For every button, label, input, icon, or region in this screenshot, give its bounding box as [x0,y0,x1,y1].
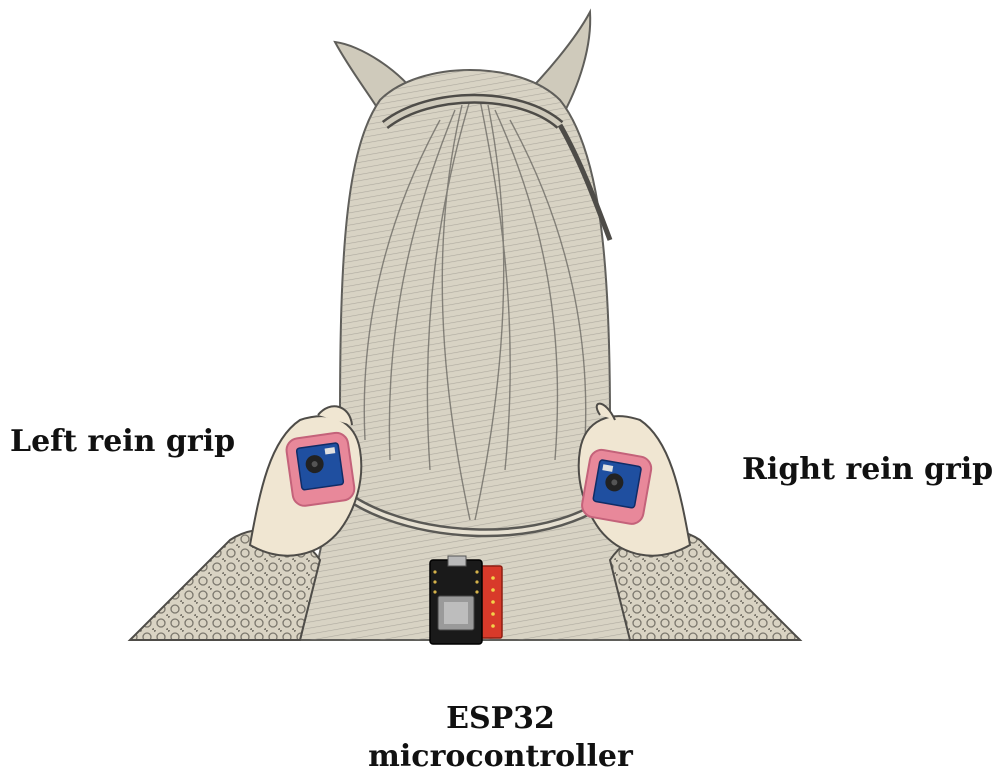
right-grip-sensor [580,448,653,526]
esp32-label-line2: microcontroller [0,738,1001,776]
esp32-board-icon [430,556,502,644]
left-rein-grip-label: Left rein grip [10,424,235,460]
esp32-label: ESP32 microcontroller [0,700,1001,776]
esp32-label-line1: ESP32 [0,700,1001,738]
right-rein-grip-label: Right rein grip [742,452,993,488]
left-grip-sensor [285,431,356,507]
horse-head [300,12,640,640]
